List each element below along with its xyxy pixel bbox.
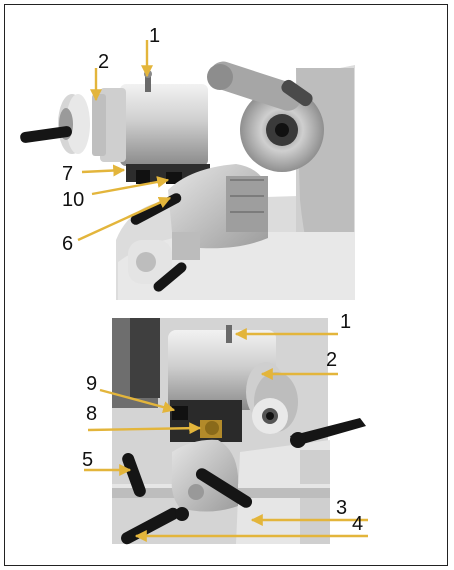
callout-label: 2 — [98, 51, 109, 73]
callout-label: 7 — [62, 163, 73, 185]
callout-label: 1 — [340, 311, 351, 333]
callout-label: 6 — [62, 233, 73, 255]
callout-label: 4 — [352, 513, 363, 535]
callout-label: 1 — [149, 25, 160, 47]
lever-handle-icon — [20, 126, 72, 143]
top-callouts: 1 2 7 10 6 — [62, 25, 172, 255]
callout-label: 10 — [62, 189, 84, 211]
callout-label: 8 — [86, 403, 97, 425]
callout-label: 3 — [336, 497, 347, 519]
callout-label: 9 — [86, 373, 97, 395]
top-photo — [20, 61, 355, 300]
spindle-head — [120, 84, 208, 166]
callout-label: 2 — [326, 349, 337, 371]
bottom-callouts: 1 2 9 8 5 3 4 — [82, 311, 368, 542]
callout-label: 5 — [82, 449, 93, 471]
